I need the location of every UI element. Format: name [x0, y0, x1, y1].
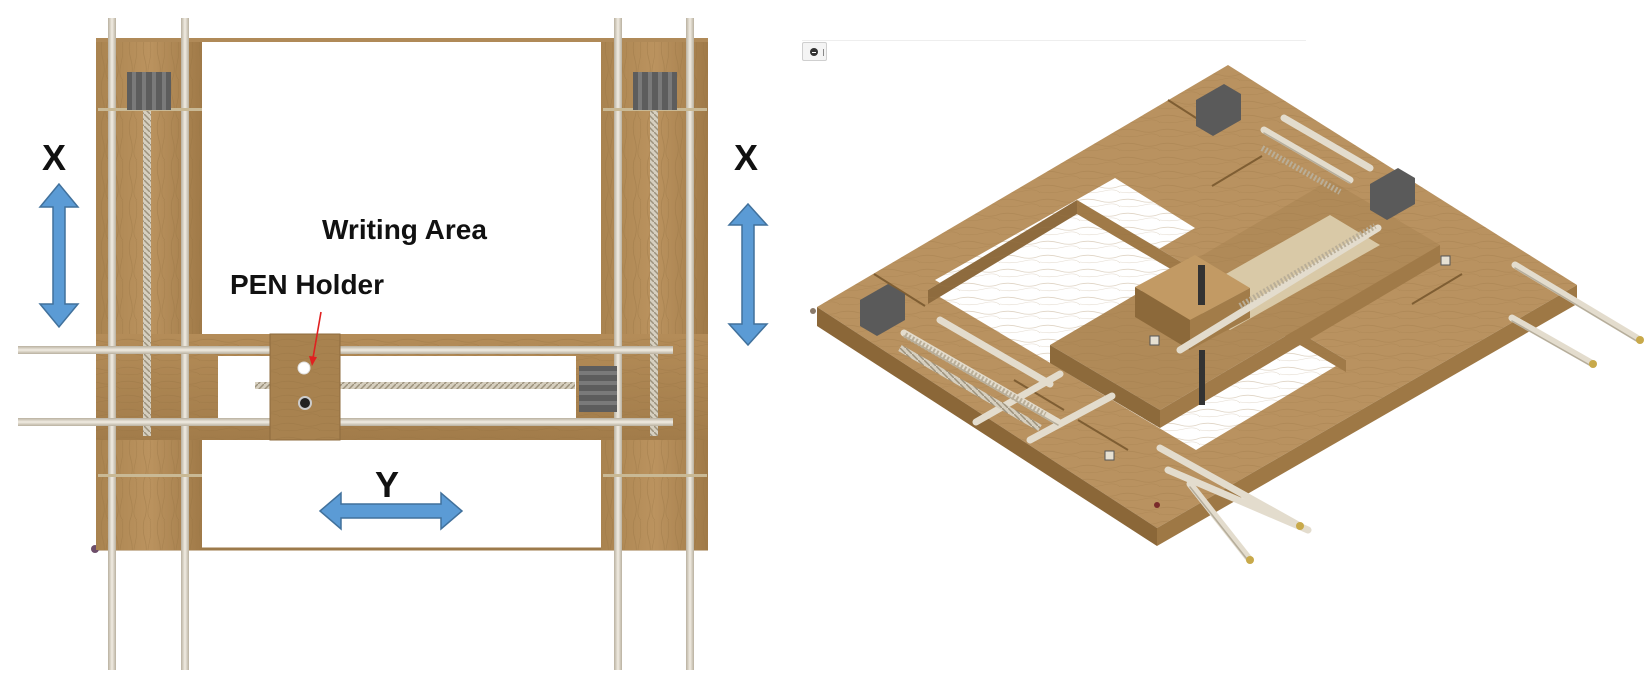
view-toggle-button[interactable]	[802, 42, 827, 61]
iso-motor-left	[860, 284, 905, 336]
leadscrew-nut	[298, 396, 312, 410]
y-axis-label: Y	[375, 464, 399, 505]
y-leadscrew	[255, 382, 575, 389]
writing-area-label: Writing Area	[322, 214, 487, 245]
top-view: X X Y Writing Area PEN Holder	[18, 18, 769, 670]
iso-pen	[1198, 265, 1205, 305]
iso-guide-rods	[900, 114, 1644, 564]
right-x-leadscrew	[650, 110, 658, 436]
y-stepper-motor	[579, 366, 617, 412]
iso-motor-back	[1196, 84, 1241, 136]
isometric-view	[810, 65, 1644, 564]
x-guide-rods	[108, 18, 694, 670]
frame-partitions	[873, 99, 1463, 451]
iso-motor-right	[1370, 168, 1415, 220]
iso-pen-holder-carriage	[1135, 255, 1250, 320]
iso-leadscrews	[898, 145, 1377, 432]
left-x-stepper-motor	[127, 72, 171, 110]
frame-front-right-face	[1157, 285, 1577, 546]
x-axis-arrow-right	[727, 202, 769, 347]
pen-holder-label: PEN Holder	[230, 269, 384, 300]
frame-front-left-face	[817, 307, 1157, 546]
x-axis-label-left: X	[42, 137, 66, 178]
pen-holder-pointer	[312, 311, 322, 359]
x-axis-label-right: X	[734, 137, 758, 178]
pen-hole	[297, 361, 311, 375]
y-axis-arrow	[318, 491, 464, 531]
left-x-leadscrew	[143, 110, 151, 436]
right-x-stepper-motor	[633, 72, 677, 110]
x-axis-arrow-left	[38, 182, 80, 329]
y-guide-rod-bottom	[18, 418, 673, 426]
viewport-top-edge	[802, 40, 1306, 41]
y-guide-rod-top	[18, 346, 673, 354]
